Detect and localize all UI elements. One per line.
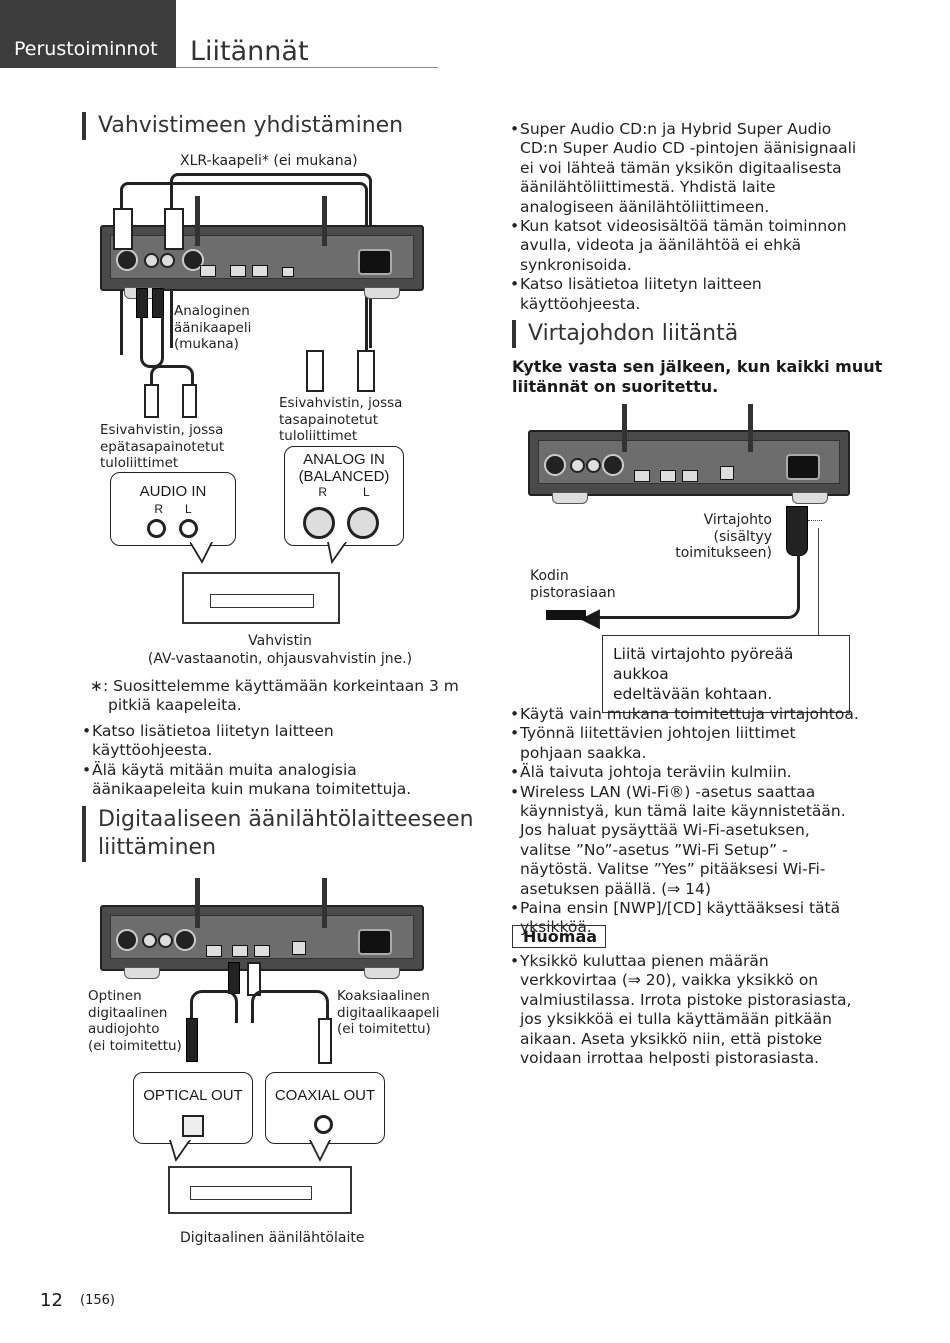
coaxial-plug bbox=[318, 1018, 332, 1064]
power-bullet: Työnnä liitettävien johtojen liittimet p… bbox=[510, 724, 860, 763]
right-bullet: Super Audio CD:n ja Hybrid Super Audio C… bbox=[510, 120, 870, 217]
power-bullets: Käytä vain mukana toimitettuja virtajoht… bbox=[510, 705, 860, 938]
amplifier-label: Vahvistin(AV-vastaanotin, ohjausvahvisti… bbox=[147, 633, 413, 667]
right-bullet: Kun katsot videosisältöä tämän toiminnon… bbox=[510, 217, 870, 275]
xlr-jack-r bbox=[303, 507, 335, 539]
coaxial-cable bbox=[251, 990, 329, 1023]
power-plug bbox=[786, 506, 808, 556]
amp-bullet: Älä käytä mitään muita analogisia äänika… bbox=[82, 761, 442, 800]
digital-device-label: Digitaalinen äänilähtölaite bbox=[180, 1230, 365, 1246]
cord-leader bbox=[808, 520, 822, 521]
amplifier-device bbox=[182, 572, 340, 624]
xlr-jack-l bbox=[347, 507, 379, 539]
antenna bbox=[195, 878, 200, 928]
optical-cable bbox=[190, 990, 238, 1023]
note-bullet: Yksikkö kuluttaa pienen määrän verkkovir… bbox=[510, 952, 860, 1068]
rca-jack-l bbox=[179, 519, 198, 538]
header-rule bbox=[176, 67, 438, 68]
right-bullet: Katso lisätietoa liitetyn laitteen käytt… bbox=[510, 275, 870, 314]
power-cord bbox=[575, 552, 800, 619]
power-intro: Kytke vasta sen jälkeen, kun kaikki muut… bbox=[512, 357, 883, 396]
antenna bbox=[322, 196, 327, 246]
rca-plug bbox=[144, 384, 159, 418]
antenna bbox=[748, 404, 753, 452]
rca-jack-r bbox=[147, 519, 166, 538]
rca-plug bbox=[152, 288, 164, 318]
note-bullets: Yksikkö kuluttaa pienen määrän verkkovir… bbox=[510, 952, 860, 1068]
antenna bbox=[622, 404, 627, 452]
right-top-bullets: Super Audio CD:n ja Hybrid Super Audio C… bbox=[510, 120, 870, 314]
xlr-plug bbox=[113, 208, 133, 250]
rca-plug bbox=[182, 384, 197, 418]
xlr-plug bbox=[357, 350, 375, 392]
cord-label: Virtajohto(sisältyy toimitukseen) bbox=[675, 512, 772, 561]
sub-page-number: (156) bbox=[80, 1293, 115, 1308]
optical-out-panel: OPTICAL OUT bbox=[133, 1072, 253, 1144]
power-bullet: Paina ensin [NWP]/[CD] käyttääksesi tätä… bbox=[510, 899, 860, 938]
header-tab-label: Perustoiminnot bbox=[14, 38, 158, 60]
page-number: 12 bbox=[40, 1290, 63, 1311]
header-tab: Perustoiminnot bbox=[0, 0, 176, 68]
bubble-pointers bbox=[169, 1140, 332, 1163]
digital-source-device bbox=[168, 1166, 352, 1214]
coaxial-out-panel: COAXIAL OUT bbox=[265, 1072, 385, 1144]
amp-bullets: Katso lisätietoa liitetyn laitteen käytt… bbox=[82, 722, 442, 800]
xlr-plug bbox=[164, 208, 184, 250]
optical-plug bbox=[186, 1018, 198, 1062]
rca-plug bbox=[136, 288, 148, 318]
main-unit-power bbox=[528, 430, 850, 504]
power-bullet: Wireless LAN (Wi-Fi®) -asetus saattaa kä… bbox=[510, 783, 860, 899]
section-title-amp: Vahvistimeen yhdistäminen bbox=[82, 112, 403, 140]
xlr-plug bbox=[306, 350, 324, 392]
arrow-shaft bbox=[546, 610, 586, 620]
antenna bbox=[195, 196, 200, 246]
analog-cable bbox=[140, 315, 164, 368]
power-bullet: Käytä vain mukana toimitettuja virtajoht… bbox=[510, 705, 860, 725]
main-unit-digital bbox=[100, 905, 424, 979]
antenna bbox=[322, 878, 327, 928]
analog-cable bbox=[150, 365, 194, 392]
bubble-pointers bbox=[190, 542, 348, 565]
optical-plug bbox=[228, 962, 240, 994]
callout-leader bbox=[818, 528, 819, 636]
page-title: Liitännät bbox=[190, 36, 309, 67]
power-bullet: Älä taivuta johtoja teräviin kulmiin. bbox=[510, 763, 860, 783]
xlr-cable-label: XLR-kaapeli* (ei mukana) bbox=[180, 153, 358, 169]
note-heading: Huomaa bbox=[512, 925, 606, 948]
amp-bullet: Katso lisätietoa liitetyn laitteen käytt… bbox=[82, 722, 442, 761]
main-unit-amp bbox=[100, 225, 424, 299]
footnote: ∗: Suosittelemme käyttämään korkeintaan … bbox=[90, 677, 459, 715]
section-title-power: Virtajohdon liitäntä bbox=[512, 320, 738, 348]
